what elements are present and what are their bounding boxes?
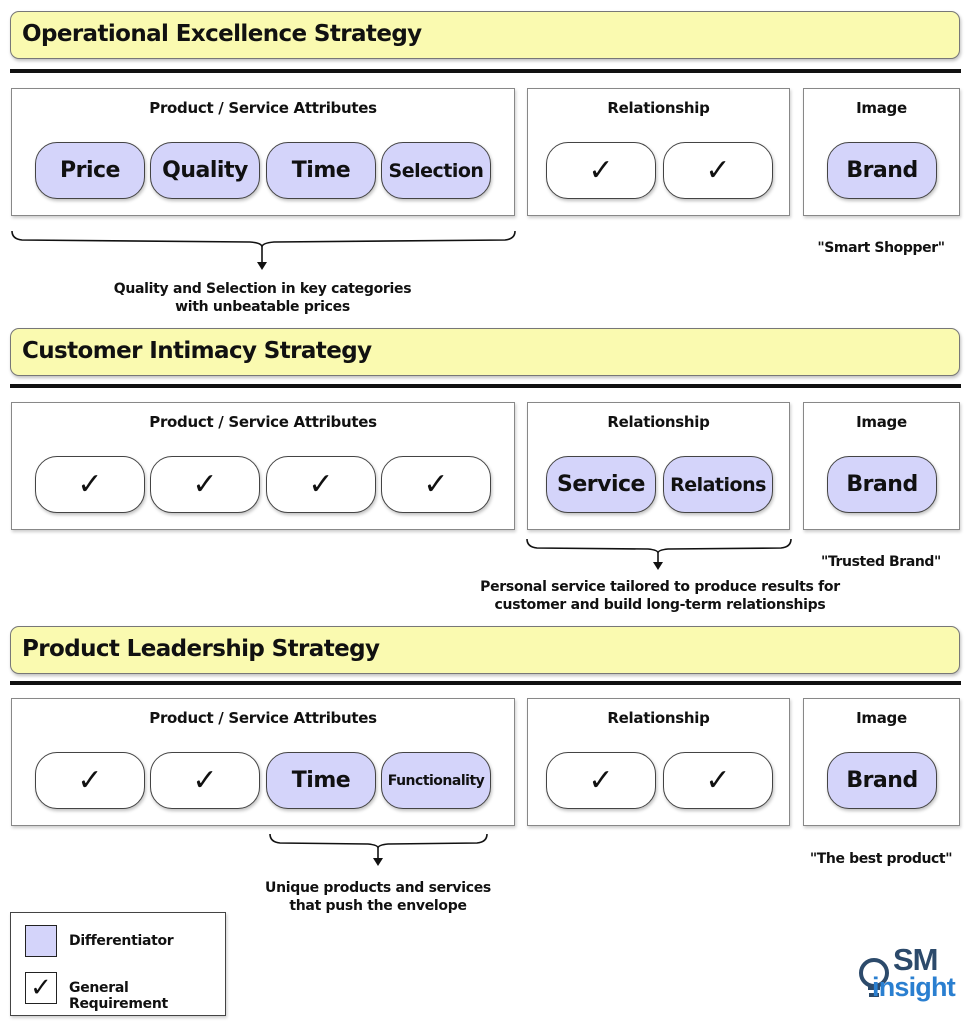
section-divider [10,384,961,388]
relationship-panel: Relationship ✓ ✓ [527,88,790,216]
attributes-panel: Product / Service Attributes Price Quali… [11,88,515,216]
image-panel: Image Brand [803,88,960,216]
strategy-caption: Quality and Selection in key categories … [90,280,435,316]
strategy-caption: Unique products and services that push t… [243,879,513,915]
relationship-header: Relationship [607,709,710,727]
image-header: Image [856,413,907,431]
attributes-header: Product / Service Attributes [149,99,377,117]
strategy-banner-product-leadership: Product Leadership Strategy [10,626,960,674]
legend: Differentiator ✓ General Requirement [10,912,226,1016]
image-quote: "Smart Shopper" [817,240,945,256]
differentiator-swatch [25,925,57,957]
attribute-pill: Functionality [381,752,491,809]
attribute-pill: ✓ [150,752,260,809]
relationship-pill: Service [546,456,656,513]
attributes-panel: Product / Service Attributes ✓ ✓ ✓ ✓ [11,402,515,530]
attribute-pill: Time [266,142,376,199]
attribute-pill: ✓ [150,456,260,513]
caption-line: with unbeatable prices [175,299,350,315]
caption-line: customer and build long-term relationshi… [494,597,826,613]
caption-line: Unique products and services [265,880,491,896]
caption-line: Personal service tailored to produce res… [480,579,840,595]
relationship-pill: ✓ [546,752,656,809]
strategy-caption: Personal service tailored to produce res… [470,578,850,614]
attributes-header: Product / Service Attributes [149,413,377,431]
attribute-pill: Selection [381,142,491,199]
image-panel: Image Brand [803,698,960,826]
strategy-title: Product Leadership Strategy [22,636,380,662]
section-divider [10,69,961,73]
caption-line: that push the envelope [289,898,467,914]
section-divider [10,681,961,685]
strategy-banner-operational-excellence: Operational Excellence Strategy [10,11,960,59]
checkmark-icon: ✓ [25,972,57,1004]
attribute-pill: ✓ [381,456,491,513]
strategy-title: Operational Excellence Strategy [22,21,422,47]
relationship-pill: ✓ [546,142,656,199]
requirement-label: General Requirement [69,980,168,1012]
attribute-pill: Time [266,752,376,809]
bracket-arrow [526,538,792,570]
image-pill: Brand [827,142,937,199]
logo-sm: SM [893,942,938,977]
image-header: Image [856,99,907,117]
bracket-arrow [11,230,516,270]
attributes-panel: Product / Service Attributes ✓ ✓ Time Fu… [11,698,515,826]
attributes-header: Product / Service Attributes [149,709,377,727]
relationship-panel: Relationship Service Relations [527,402,790,530]
attribute-pill: ✓ [35,752,145,809]
caption-line: Quality and Selection in key categories [113,281,412,297]
relationship-header: Relationship [607,99,710,117]
attribute-pill: ✓ [266,456,376,513]
strategy-banner-customer-intimacy: Customer Intimacy Strategy [10,328,960,376]
image-header: Image [856,709,907,727]
attribute-pill: Price [35,142,145,199]
relationship-header: Relationship [607,413,710,431]
logo-insight: insight [872,972,956,1002]
attribute-pill: ✓ [35,456,145,513]
relationship-pill: ✓ [663,752,773,809]
image-quote: "Trusted Brand" [821,554,941,570]
lightbulb-icon [859,958,889,997]
relationship-panel: Relationship ✓ ✓ [527,698,790,826]
relationship-pill: ✓ [663,142,773,199]
differentiator-label: Differentiator [69,933,174,949]
image-pill: Brand [827,752,937,809]
strategy-title: Customer Intimacy Strategy [22,338,372,364]
attribute-pill: Quality [150,142,260,199]
image-panel: Image Brand [803,402,960,530]
relationship-pill: Relations [663,456,773,513]
image-pill: Brand [827,456,937,513]
image-quote: "The best product" [809,851,953,867]
bracket-arrow [269,833,488,866]
